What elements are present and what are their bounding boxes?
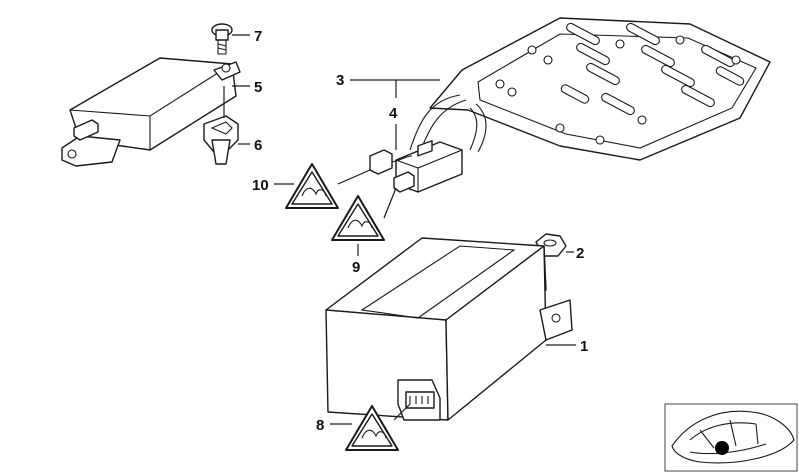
callout-5: 5 bbox=[254, 79, 262, 96]
leader-lines bbox=[223, 34, 576, 425]
esd-hand-icon bbox=[347, 219, 373, 229]
esd-hand-icon bbox=[361, 429, 387, 439]
callout-8: 8 bbox=[316, 417, 324, 434]
esd-warning-label-9 bbox=[331, 195, 385, 241]
sensor-module bbox=[61, 57, 241, 167]
screw bbox=[211, 23, 233, 55]
callout-2: 2 bbox=[576, 245, 584, 262]
callout-7: 7 bbox=[254, 28, 262, 45]
control-unit bbox=[325, 237, 573, 421]
callout-9: 9 bbox=[352, 259, 360, 276]
car-location-icon bbox=[671, 410, 795, 464]
esd-warning-label-10 bbox=[285, 163, 339, 209]
callouts: 1 2 3 4 5 6 7 8 9 10 bbox=[252, 28, 588, 434]
mat-holes bbox=[495, 35, 741, 145]
seat-occupancy-mat bbox=[429, 17, 771, 161]
callout-6: 6 bbox=[254, 137, 262, 154]
esd-warning-label-8 bbox=[345, 405, 399, 451]
wiring-connector bbox=[369, 94, 487, 193]
callout-10: 10 bbox=[252, 177, 269, 194]
mat-slots bbox=[560, 22, 745, 116]
callout-4: 4 bbox=[389, 105, 398, 122]
location-marker-icon bbox=[715, 441, 729, 455]
callout-1: 1 bbox=[580, 338, 588, 355]
callout-3: 3 bbox=[336, 72, 344, 89]
clip-nut bbox=[203, 115, 239, 165]
inset-thumbnail bbox=[664, 403, 798, 472]
esd-hand-icon bbox=[301, 187, 327, 197]
